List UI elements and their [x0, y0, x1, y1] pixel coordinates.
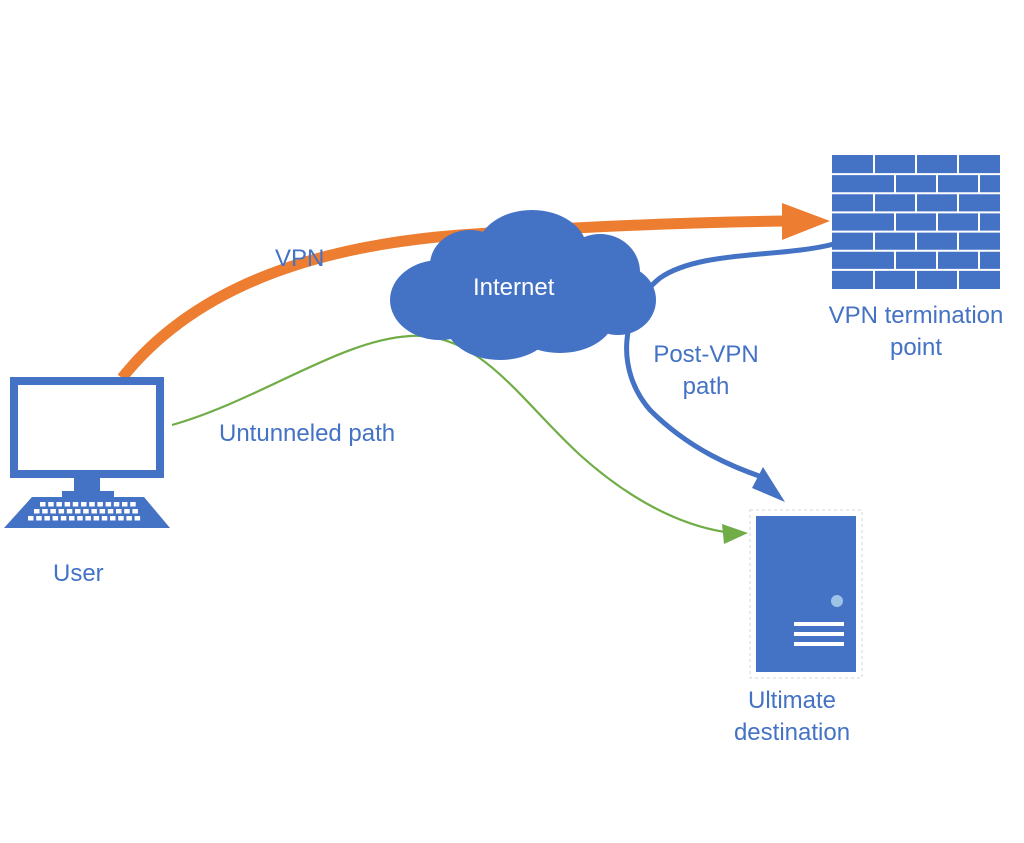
internet-cloud-icon — [390, 210, 656, 360]
post-vpn-label-line2: path — [682, 373, 730, 401]
post-vpn-label: Post-VPN path — [640, 339, 772, 404]
destination-label-line1: Ultimate — [747, 687, 837, 714]
vpn-termination-label: VPN termination point — [814, 300, 1018, 365]
post-vpn-label-line1: Post-VPN — [653, 341, 759, 368]
user-label: User — [53, 560, 104, 587]
vpn-label: VPN — [275, 245, 325, 272]
post-vpn-path-arrow — [624, 241, 835, 502]
internet-label: Internet — [473, 274, 555, 301]
destination-label: Ultimate destination — [712, 685, 872, 750]
laptop-icon — [4, 377, 170, 528]
vpn-termination-label-line2: point — [889, 334, 943, 362]
destination-label-line2: destination — [733, 719, 851, 747]
untunneled-path-label: Untunneled path — [219, 420, 396, 447]
firewall-icon — [832, 155, 1000, 289]
vpn-termination-label-line1: VPN termination — [828, 302, 1004, 329]
server-icon — [749, 509, 863, 679]
untunneled-path-arrow — [171, 334, 748, 544]
